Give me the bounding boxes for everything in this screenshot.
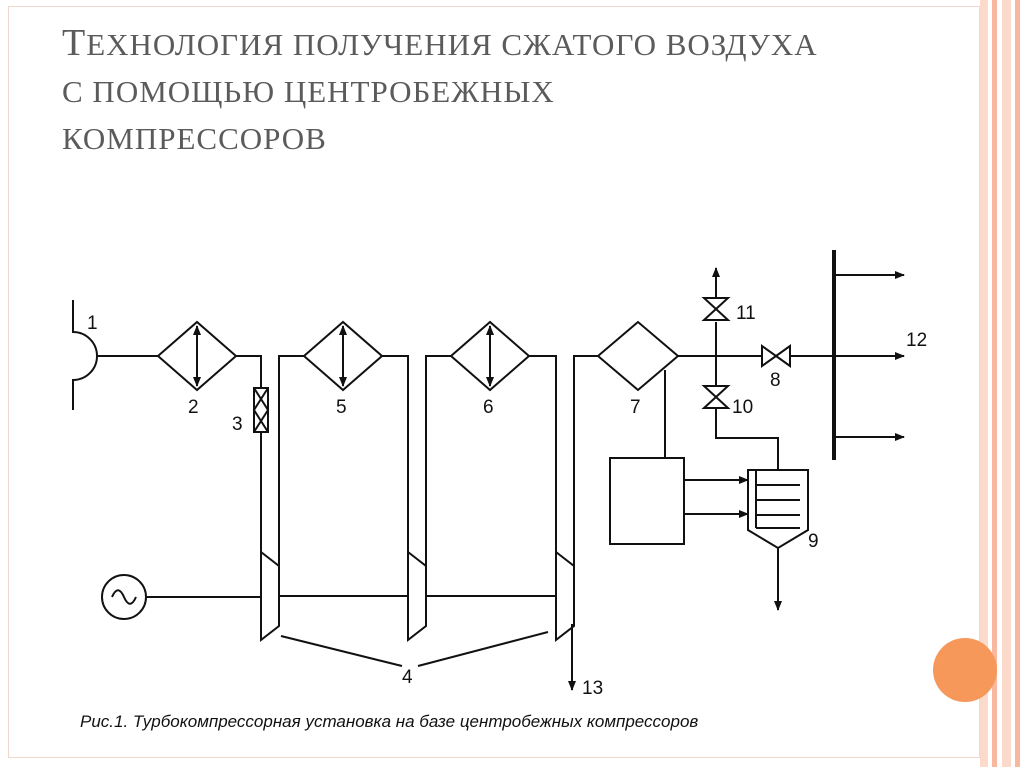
label-7: 7 (630, 397, 641, 418)
label-13: 13 (582, 678, 603, 699)
label-8: 8 (770, 370, 781, 391)
decorative-stripes (980, 0, 1024, 767)
label-3: 3 (232, 414, 243, 435)
control-box (609, 457, 749, 545)
electric-motor (101, 574, 261, 620)
title-line-1-text: ЕХНОЛОГИЯ ПОЛУЧЕНИЯ СЖАТОГО ВОЗДУХА (86, 27, 818, 62)
title-initial: Т (62, 22, 87, 64)
label-12: 12 (906, 330, 927, 351)
separator-9 (747, 469, 809, 611)
distribution-bus (832, 250, 905, 460)
slide-title: ТЕХНОЛОГИЯ ПОЛУЧЕНИЯ СЖАТОГО ВОЗДУХА С П… (62, 20, 922, 162)
title-line-3-text: КОМПРЕССОРОВ (62, 121, 327, 156)
filter-2 (156, 320, 262, 392)
stripe-2 (992, 0, 997, 767)
title-line-2-text: С ПОМОЩЬЮ ЦЕНТРОБЕЖНЫХ (62, 74, 555, 109)
title-line-1: ТЕХНОЛОГИЯ ПОЛУЧЕНИЯ СЖАТОГО ВОЗДУХА (62, 20, 922, 68)
label-10: 10 (732, 397, 753, 418)
compressor-stage-1 (260, 355, 408, 643)
figure-caption: Рис.1. Турбокомпрессорная установка на б… (80, 712, 699, 731)
decorative-orange-circle (933, 638, 997, 702)
compressor-label-lines (280, 631, 549, 667)
stripe-3 (1002, 0, 1011, 767)
label-2: 2 (188, 397, 199, 418)
slide-frame (8, 6, 980, 758)
filter-6 (449, 320, 557, 552)
air-intake (72, 300, 158, 410)
label-5: 5 (336, 397, 347, 418)
element-3 (252, 387, 270, 556)
compressor-stage-2 (407, 355, 556, 643)
filter-7 (596, 320, 762, 458)
label-6: 6 (483, 397, 494, 418)
label-11: 11 (736, 303, 756, 324)
valve-11 (701, 267, 731, 356)
stripe-4 (1015, 0, 1020, 767)
label-9: 9 (808, 531, 819, 552)
valve-8 (761, 344, 834, 368)
title-line-3: КОМПРЕССОРОВ (62, 115, 922, 162)
title-line-2: С ПОМОЩЬЮ ЦЕНТРОБЕЖНЫХ (62, 68, 922, 115)
compressor-stage-3 (555, 355, 598, 691)
valve-10 (701, 356, 779, 470)
label-4: 4 (402, 667, 413, 688)
label-1: 1 (87, 313, 98, 334)
filter-5 (302, 320, 409, 552)
stripe-1 (980, 0, 988, 767)
